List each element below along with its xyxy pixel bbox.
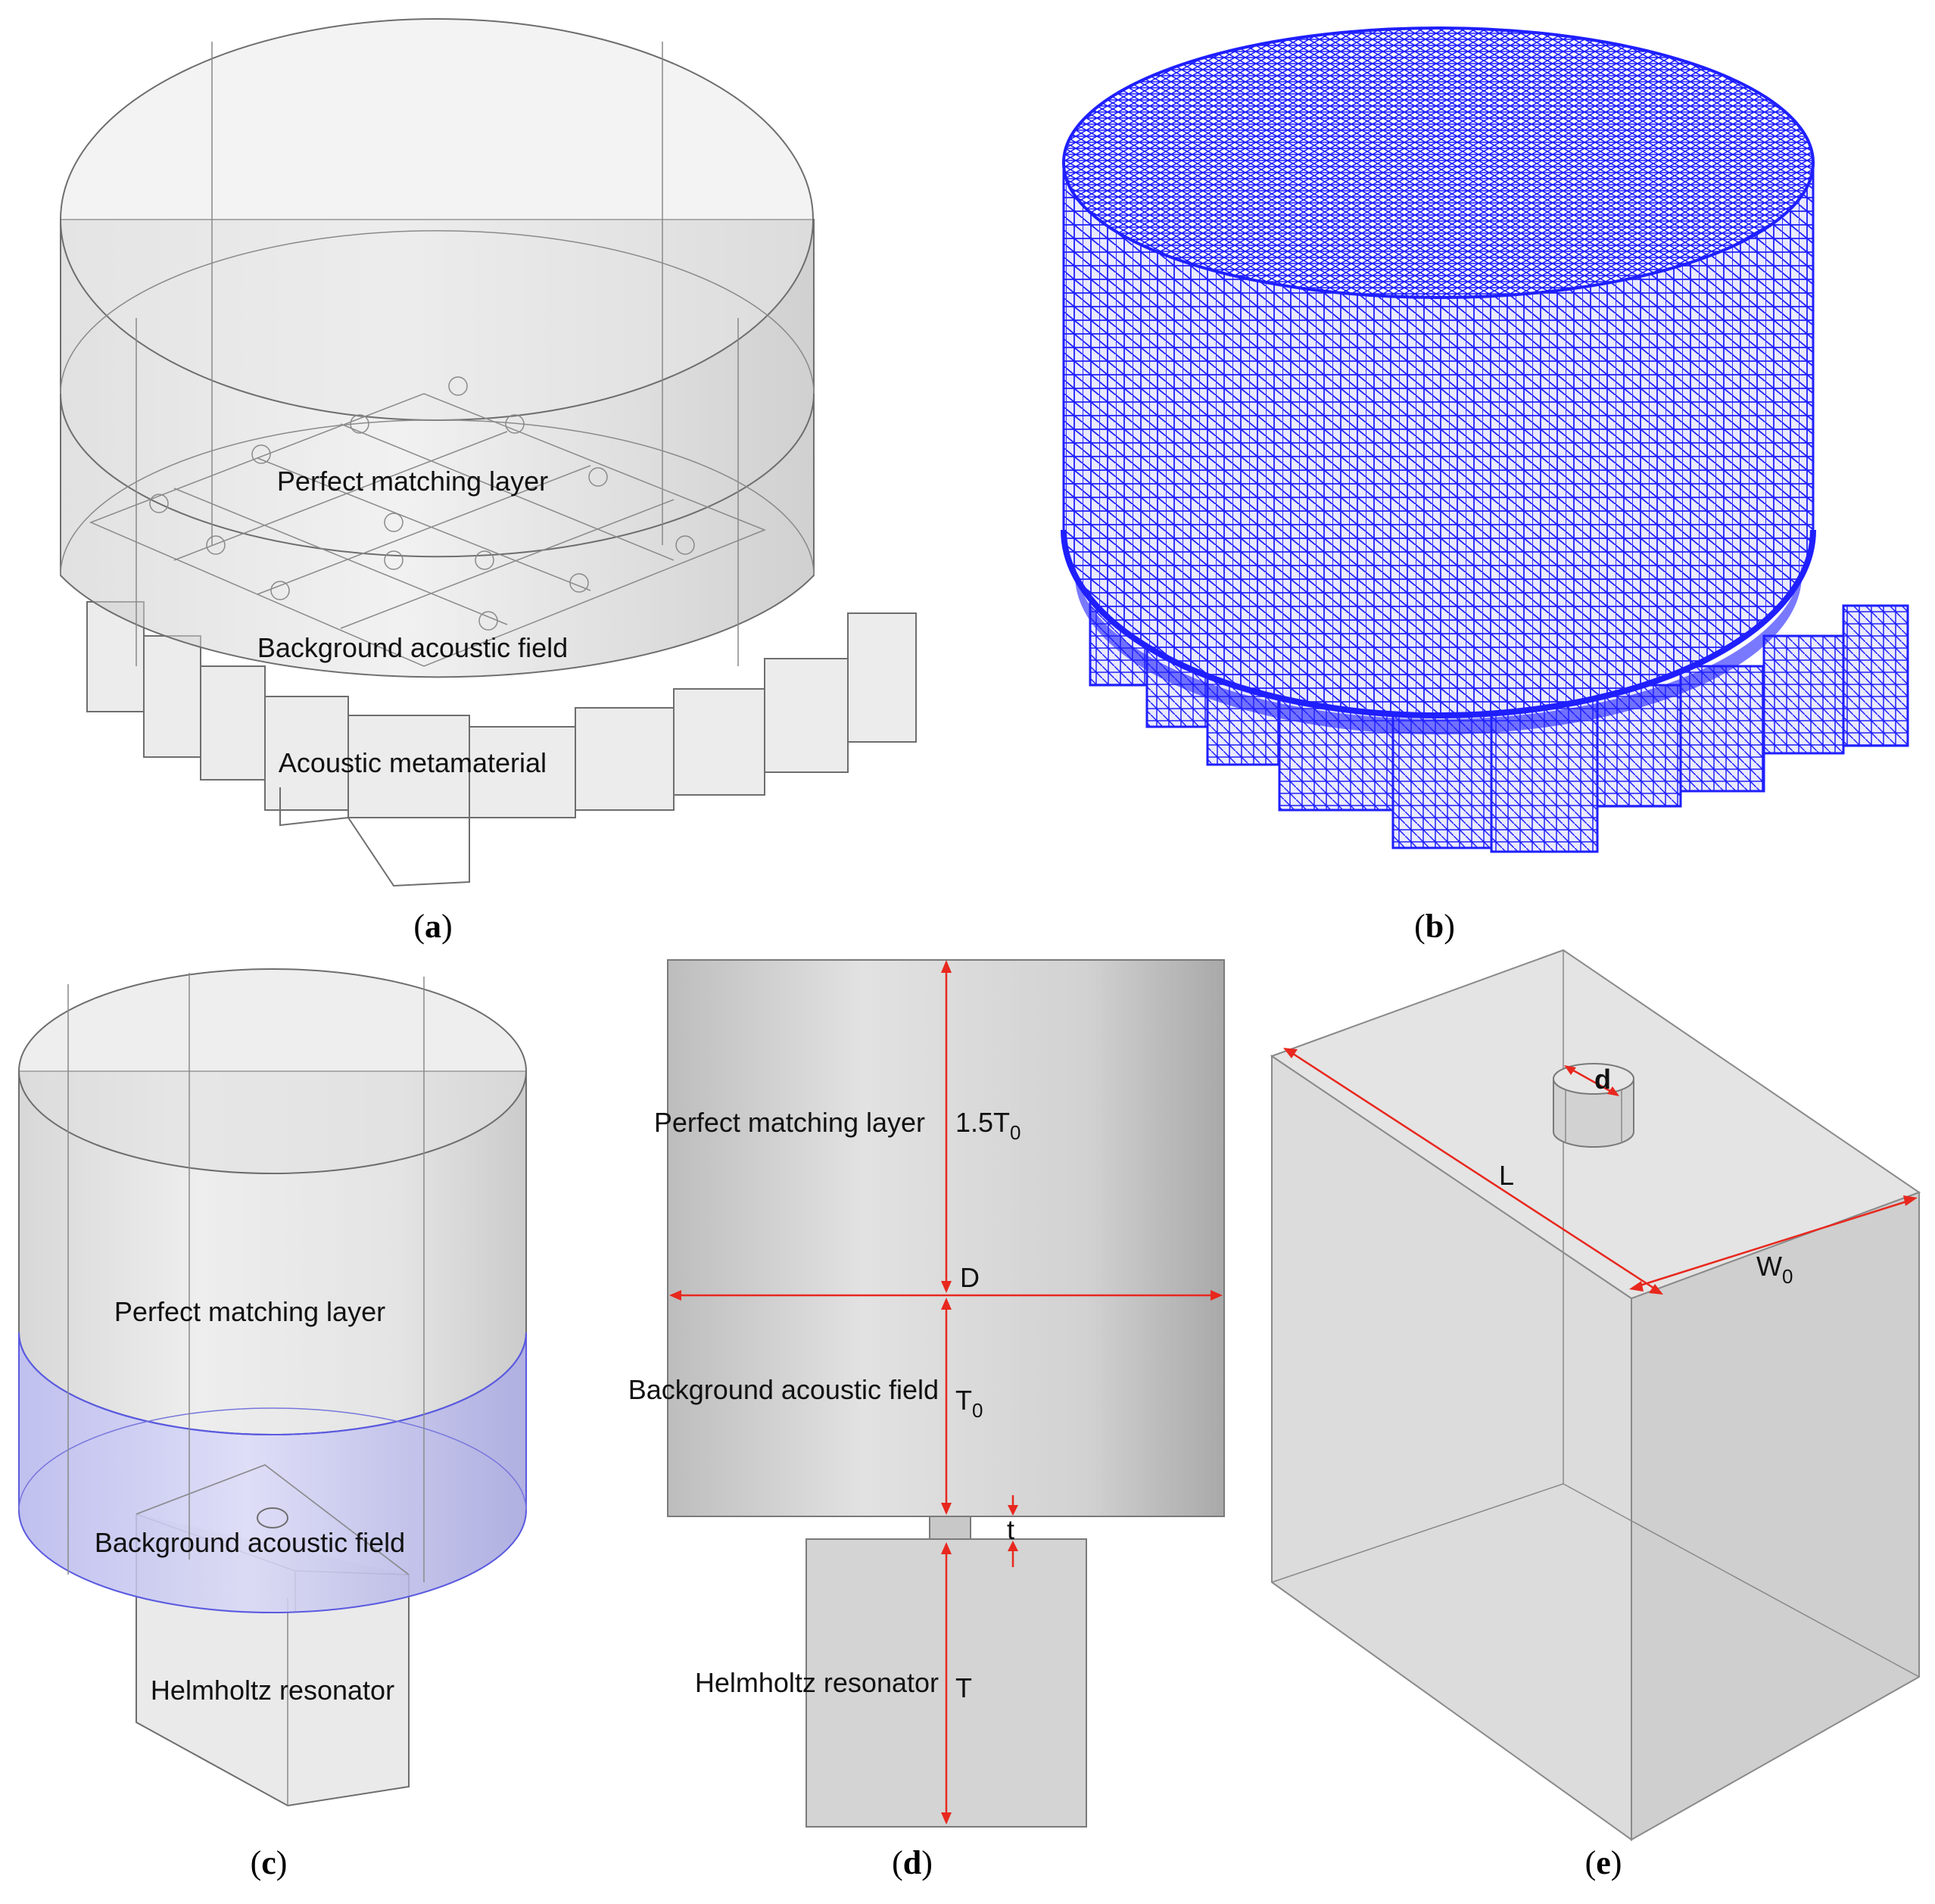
dim-length: L — [1499, 1160, 1514, 1191]
panel-d: Perfect matching layer 1.5T0 D Backgroun… — [628, 959, 1225, 1881]
panel-e: L W0 d (e) — [1270, 949, 1921, 1881]
dim-width: W0 — [1756, 1251, 1793, 1288]
neck — [384, 513, 404, 532]
label-c-helmholtz: Helmholtz resonator — [151, 1675, 394, 1706]
resonator-box — [764, 658, 849, 773]
label-d-background: Background acoustic field — [628, 1374, 939, 1405]
label-a-metamaterial: Acoustic metamaterial — [279, 747, 547, 778]
label-a-background: Background acoustic field — [257, 632, 568, 663]
dim-pml: 1.5T0 — [955, 1107, 1021, 1144]
dim-neck-diameter: d — [1594, 1064, 1611, 1095]
caption-c: (c) — [251, 1844, 288, 1881]
neck — [505, 414, 525, 434]
panel-a: Perfect matching layer Background acoust… — [60, 18, 917, 945]
mesh-box — [1842, 604, 1909, 747]
neck — [350, 414, 369, 434]
label-a-pml: Perfect matching layer — [277, 466, 548, 497]
caption-b: (b) — [1414, 908, 1455, 945]
resonator-box — [200, 665, 266, 781]
neck — [448, 376, 468, 396]
resonator-box — [143, 635, 201, 758]
resonator-box — [575, 707, 675, 811]
cylinder-c-top — [18, 968, 527, 1174]
neck — [206, 535, 226, 555]
box-right-face — [1631, 1191, 1920, 1841]
dimension-arrows — [674, 965, 1219, 1821]
panel-c: Perfect matching layer Background acoust… — [18, 968, 527, 1881]
dim-neck: t — [1007, 1514, 1014, 1545]
neck — [569, 573, 589, 593]
neck — [251, 444, 271, 464]
label-c-pml: Perfect matching layer — [114, 1296, 385, 1327]
neck-e — [1553, 1079, 1634, 1148]
label-c-background: Background acoustic field — [95, 1527, 405, 1558]
neck — [675, 535, 695, 555]
neck — [149, 494, 169, 513]
neck — [475, 550, 494, 570]
resonator-box — [847, 612, 917, 743]
caption-a: (a) — [413, 908, 452, 945]
neck-rect — [929, 1516, 971, 1541]
panel-b: (b) — [1061, 26, 1909, 945]
resonator-box — [264, 696, 349, 811]
dim-background: T0 — [955, 1385, 983, 1422]
mesh-box — [1762, 634, 1845, 755]
neck — [588, 467, 608, 487]
caption-d: (d) — [892, 1844, 933, 1881]
neck — [478, 611, 498, 631]
neck — [270, 581, 290, 600]
mesh-cylinder-top — [1062, 26, 1815, 299]
cylinder-top — [60, 18, 814, 421]
metamaterial-boxes — [86, 601, 917, 887]
label-d-pml: Perfect matching layer — [654, 1107, 925, 1138]
label-d-helmholtz: Helmholtz resonator — [695, 1667, 939, 1698]
resonator-box — [347, 715, 470, 818]
resonator-box — [469, 726, 576, 818]
caption-e: (e) — [1585, 1844, 1622, 1881]
dim-diameter: D — [960, 1262, 980, 1293]
neck — [384, 550, 404, 570]
dim-cavity: T — [955, 1672, 972, 1703]
resonator-box — [673, 688, 765, 796]
